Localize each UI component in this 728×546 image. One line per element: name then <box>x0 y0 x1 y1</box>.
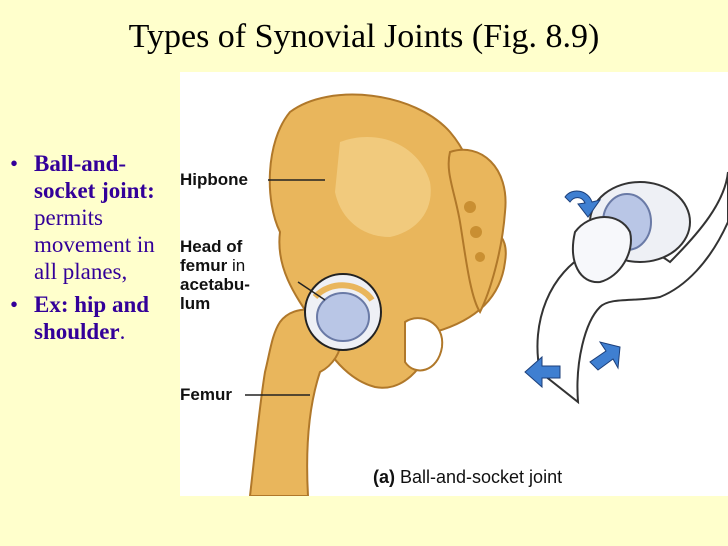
label-femur: Femur <box>180 385 232 404</box>
rotation-arrow-icon <box>564 190 602 218</box>
right-arrow-icon <box>589 341 621 371</box>
bullet-list: • Ball-and-socket joint: permits movemen… <box>6 150 178 351</box>
bullet-dot-icon: • <box>10 292 19 317</box>
hip-joint-figure: Hipbone Head of femur in acetabu-lum Fem… <box>180 72 728 496</box>
bullet-term: Ex: hip and shoulder <box>34 292 150 344</box>
label-hipbone: Hipbone <box>180 170 248 189</box>
slide-title: Types of Synovial Joints (Fig. 8.9) <box>128 18 600 55</box>
figure-caption: (a) Ball-and-socket joint <box>373 467 563 487</box>
bullet-item: • Ball-and-socket joint: permits movemen… <box>6 150 178 285</box>
bullet-dot-icon: • <box>10 151 19 176</box>
label-head-of-femur: Head of femur in acetabu-lum <box>180 237 275 313</box>
label-acetabulum: acetabu-lum <box>180 275 250 313</box>
bullet-text: . <box>119 319 126 344</box>
bullet-term: Ball-and-socket joint: <box>34 151 155 203</box>
hip-joint-illustration <box>245 93 728 496</box>
bullet-text: permits movement in all planes, <box>34 205 155 284</box>
bullet-item: • Ex: hip and shoulder. <box>6 291 178 345</box>
left-arrow-icon <box>524 355 561 389</box>
